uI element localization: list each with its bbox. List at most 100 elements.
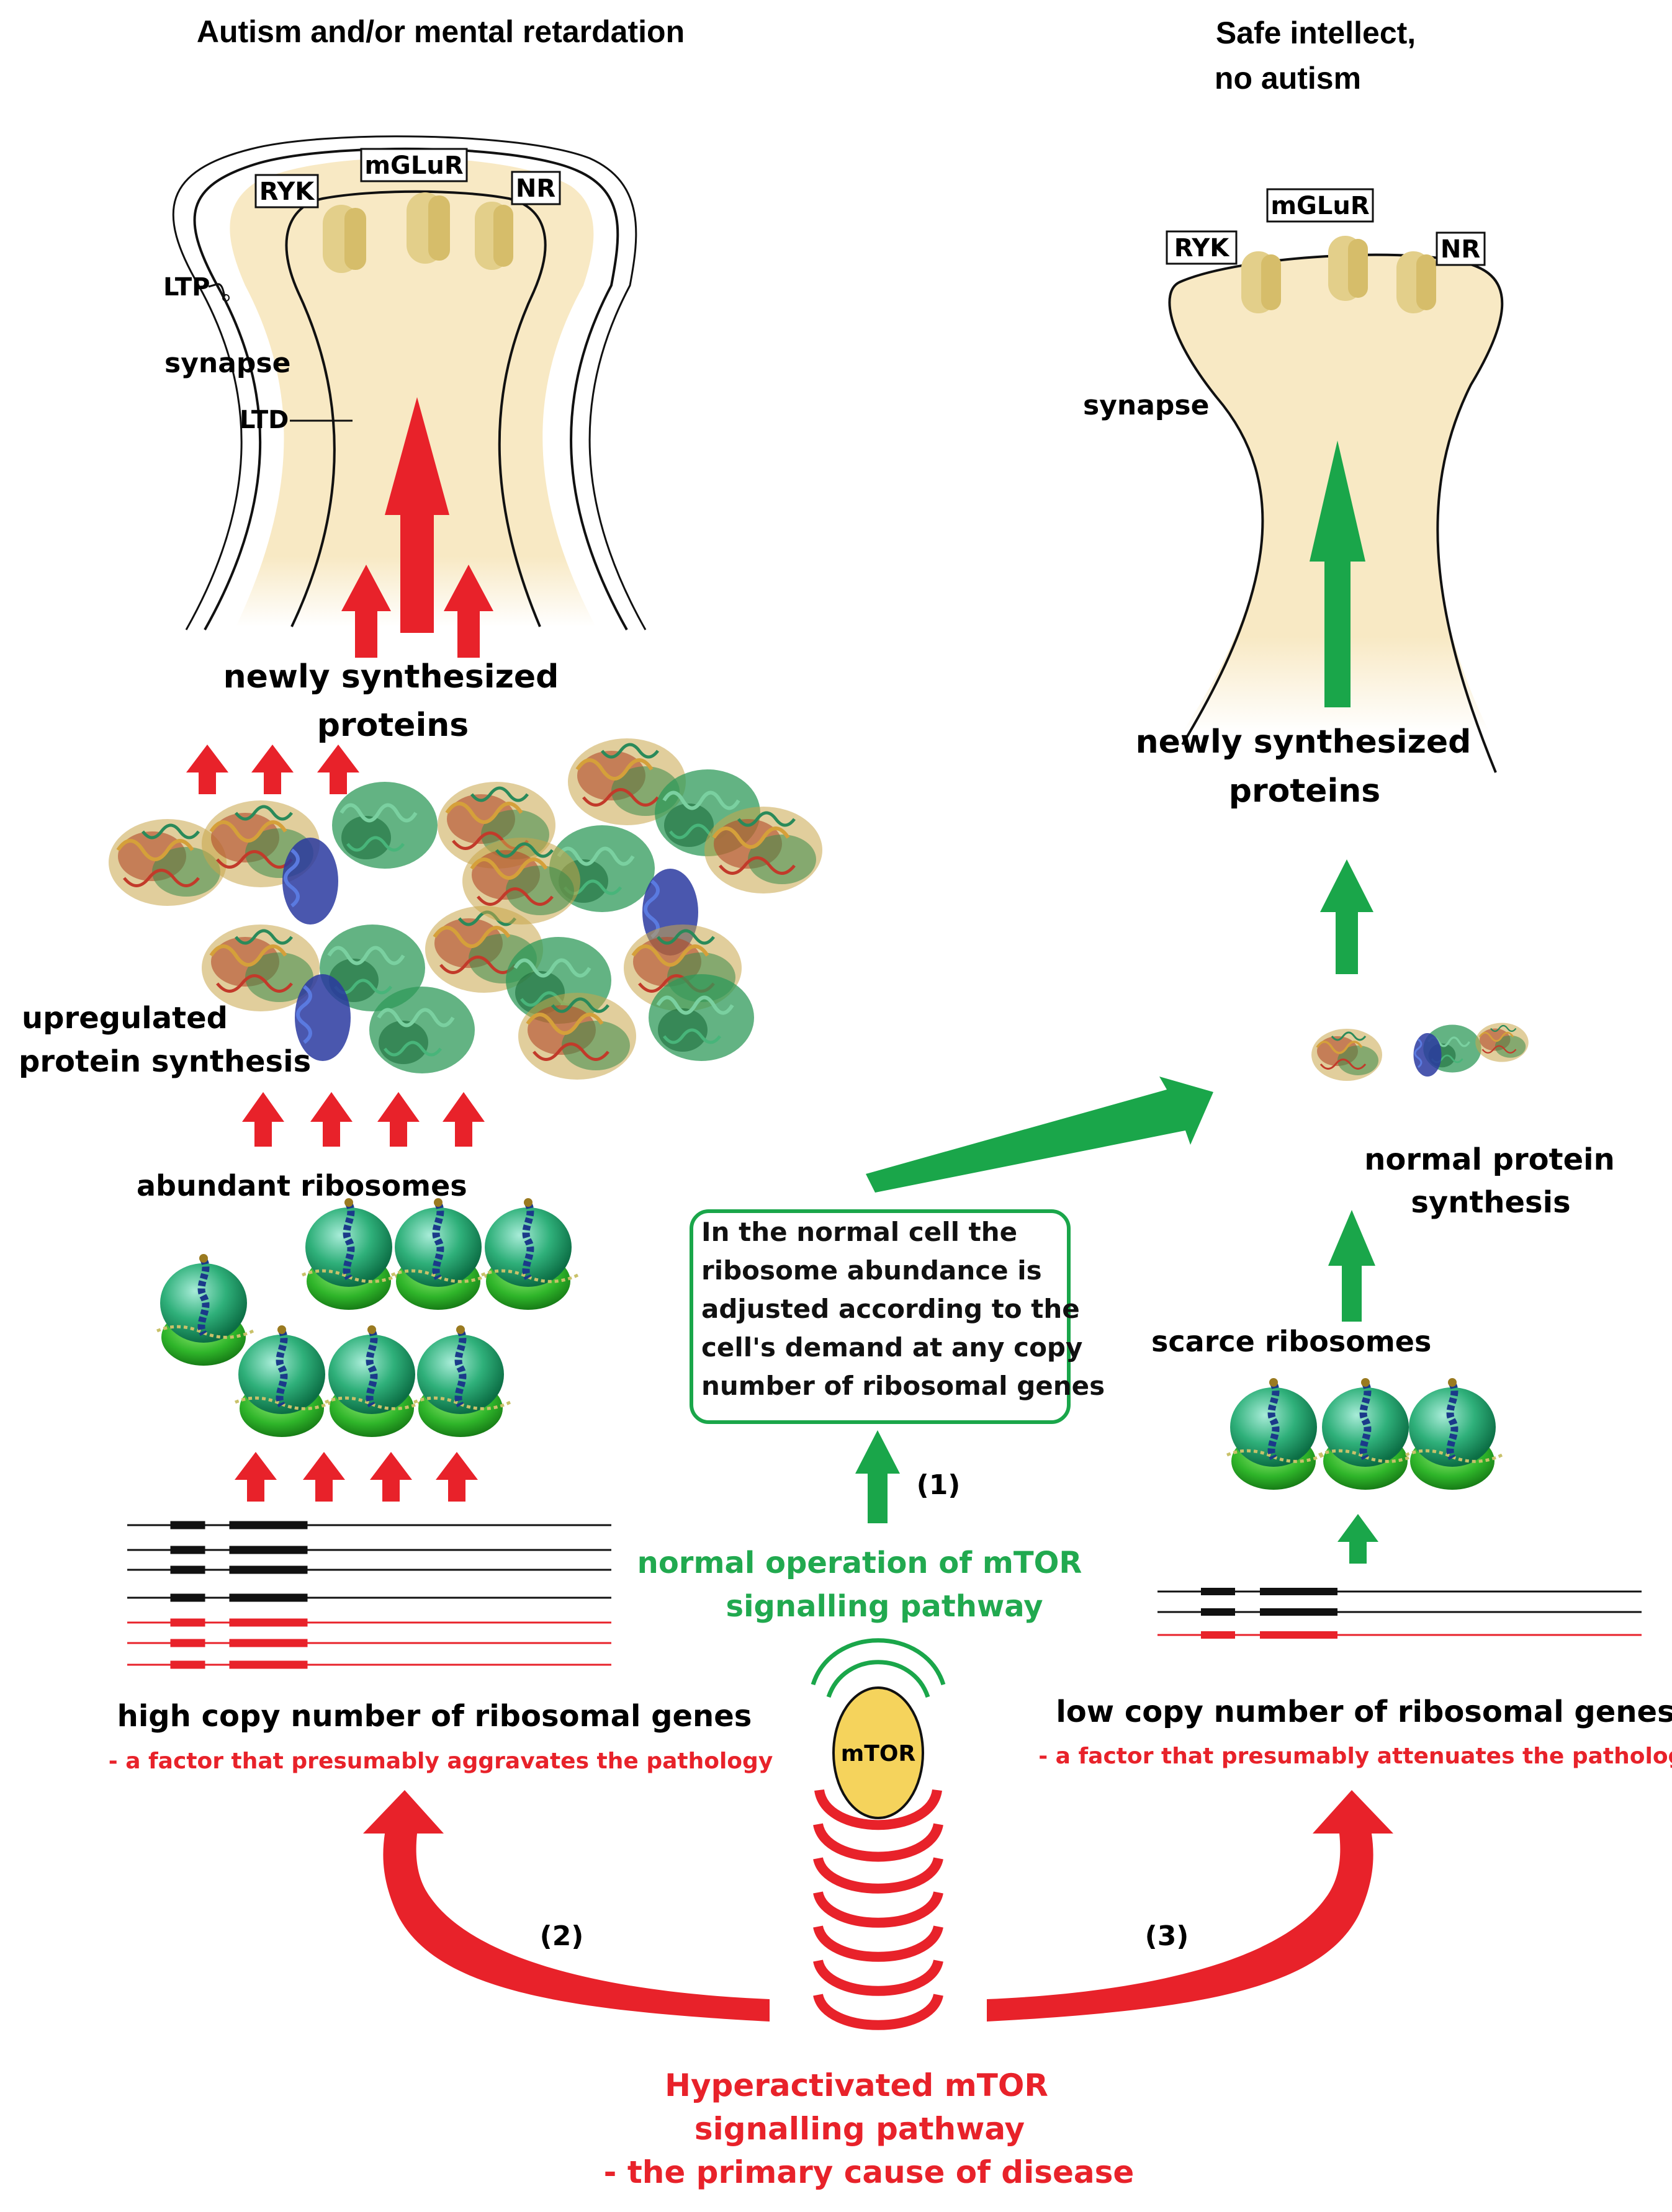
- note-line: ribosome abundance is: [701, 1255, 1042, 1286]
- right-synapse-label: synapse: [1083, 390, 1209, 421]
- red-arrow: [444, 565, 493, 658]
- big-red-arrow: [385, 397, 449, 633]
- red-arrow: [341, 565, 391, 658]
- normal-synthesis-line2: synthesis: [1411, 1185, 1570, 1220]
- left-title: Autism and/or mental retardation: [197, 14, 685, 49]
- ribosome: [235, 1325, 331, 1437]
- gene-to-ribosome-arrows: [235, 1452, 478, 1502]
- hyper-mtor-line2: signalling pathway: [694, 2111, 1025, 2147]
- step3-label: (3): [1145, 1920, 1189, 1952]
- upregulated-line2: protein synthesis: [19, 1044, 311, 1079]
- note-line: number of ribosomal genes: [701, 1371, 1105, 1401]
- ribosome: [325, 1325, 421, 1437]
- right-ryk-receptor: [1241, 251, 1281, 313]
- high-copy-genes-label: high copy number of ribosomal genes: [117, 1699, 752, 1734]
- mtor-signal-waves-red: [813, 1789, 943, 2030]
- red-arrow: [235, 1452, 277, 1502]
- red-arrow: [370, 1452, 412, 1502]
- left-nr-receptor: [475, 202, 513, 270]
- hyper-mtor-line3: - the primary cause of disease: [604, 2154, 1135, 2190]
- scarce-ribosomes: [1227, 1378, 1502, 1490]
- right-title-line2: no autism: [1215, 61, 1361, 96]
- red-arrow: [251, 745, 294, 794]
- ribosome: [1319, 1378, 1415, 1490]
- green-arrow: [855, 1430, 900, 1523]
- left-ltp-label: LTP: [163, 273, 210, 302]
- left-proteins-line1: newly synthesized: [223, 658, 559, 696]
- left-ryk-receptor: [323, 205, 366, 273]
- mtor-node: [832, 1686, 924, 1819]
- low-copy-genes-note: - a factor that presumably attenuates th…: [1038, 1744, 1672, 1769]
- note-line: In the normal cell the: [701, 1217, 1017, 1247]
- left-receptors: [323, 192, 513, 273]
- red-arrow: [303, 1452, 345, 1502]
- green-arrow: [1328, 1210, 1375, 1322]
- mtor-label: mTOR: [841, 1741, 915, 1766]
- ribosome: [1227, 1378, 1323, 1490]
- big-green-arrow: [1310, 441, 1365, 707]
- low-copy-ribosomal-genes: [1157, 1588, 1642, 1639]
- scarce-ribosomes-label: scarce ribosomes: [1151, 1325, 1431, 1358]
- high-copy-genes-note: - a factor that presumably aggravates th…: [109, 1749, 773, 1774]
- left-ltd-label: LTD: [240, 406, 289, 434]
- note-line: adjusted according to the: [701, 1294, 1080, 1324]
- normal-mtor-line2: signalling pathway: [726, 1589, 1043, 1624]
- ribosome: [482, 1198, 578, 1310]
- left-synapse-arrows: [341, 397, 493, 658]
- red-arrow: [443, 1092, 485, 1147]
- right-ryk-box: [1166, 230, 1238, 265]
- red-arrow: [436, 1452, 478, 1502]
- normal-mtor-line1: normal operation of mTOR: [637, 1546, 1082, 1580]
- right-nr-receptor: [1396, 251, 1436, 313]
- right-mglur-box: [1266, 188, 1374, 223]
- normal-synthesis-line1: normal protein: [1364, 1142, 1615, 1177]
- green-arrow: [1320, 859, 1373, 974]
- left-nr-label: NR: [516, 174, 555, 203]
- hyper-mtor-line1: Hyperactivated mTOR: [665, 2067, 1048, 2103]
- right-proteins-line2: proteins: [1229, 772, 1381, 810]
- red-curved-arrow-right: [987, 1790, 1393, 2022]
- right-proteins-line1: newly synthesized: [1136, 723, 1472, 761]
- mtor-signal-waves-green: [811, 1638, 946, 1698]
- normal-cell-note-box: [690, 1209, 1071, 1424]
- ribosome: [392, 1198, 488, 1310]
- green-arrow: [1337, 1514, 1378, 1564]
- left-mglur-box: [360, 148, 468, 182]
- ribosome: [302, 1198, 398, 1310]
- red-arrow: [377, 1092, 420, 1147]
- right-mglur-receptor: [1328, 236, 1368, 301]
- red-arrow: [310, 1092, 353, 1147]
- left-mglur-label: mGLuR: [364, 151, 463, 180]
- low-copy-genes-label: low copy number of ribosomal genes: [1056, 1695, 1672, 1729]
- step1-label: (1): [917, 1469, 961, 1501]
- right-mglur-label: mGLuR: [1270, 192, 1369, 220]
- step2-label: (2): [540, 1920, 584, 1952]
- left-nr-box: [511, 171, 561, 205]
- ribosome: [157, 1254, 253, 1366]
- red-arrow: [186, 745, 228, 794]
- normal-protein-cluster: [1310, 1022, 1530, 1082]
- left-proteins-line2: proteins: [317, 707, 469, 744]
- left-ryk-box: [254, 174, 319, 208]
- right-title-line1: Safe intellect,: [1216, 16, 1416, 50]
- ribosome-to-synthesis-arrows: [242, 1092, 485, 1147]
- note-line: cell's demand at any copy: [701, 1332, 1082, 1363]
- left-mglur-receptor: [407, 192, 450, 264]
- green-diagonal-arrow: [866, 1077, 1213, 1193]
- abundant-ribosomes: [157, 1198, 578, 1437]
- red-curved-arrow-left: [363, 1790, 770, 2022]
- left-ryk-label: RYK: [259, 177, 316, 206]
- abundant-ribosomes-label: abundant ribosomes: [137, 1169, 467, 1202]
- upregulated-line1: upregulated: [22, 1001, 228, 1036]
- high-copy-ribosomal-genes: [127, 1521, 611, 1669]
- right-receptors: [1241, 236, 1436, 313]
- left-synapse-label: synapse: [164, 347, 290, 379]
- ribosome: [414, 1325, 510, 1437]
- right-nr-label: NR: [1441, 235, 1480, 264]
- ribosome: [1406, 1378, 1502, 1490]
- red-arrow: [317, 745, 359, 794]
- right-nr-box: [1436, 231, 1486, 266]
- right-ryk-label: RYK: [1174, 234, 1231, 262]
- protein-output-arrows: [186, 745, 359, 794]
- red-arrow: [242, 1092, 284, 1147]
